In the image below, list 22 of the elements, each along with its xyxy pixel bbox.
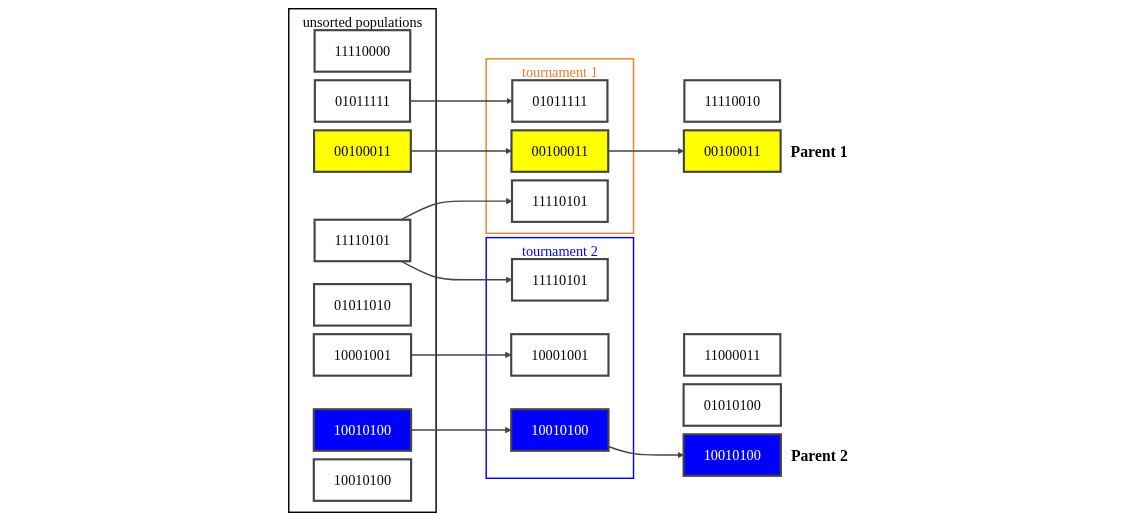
node-box: 10001001 [510, 333, 610, 377]
node-box: 00100011 [682, 129, 782, 173]
parent-label: Parent 2 [790, 446, 848, 464]
node-box: 10010100 [682, 433, 782, 477]
node-box: 10010100 [312, 408, 413, 452]
node-box: 10010100 [312, 458, 413, 502]
node-box: 11110101 [313, 218, 412, 263]
arrow [410, 147, 512, 155]
node-box: 10010100 [510, 408, 610, 452]
node-box: 01011010 [313, 283, 412, 327]
node-box: 11110000 [313, 29, 412, 73]
node-box: 11000011 [683, 333, 782, 377]
parent-label: Parent 1 [790, 142, 848, 160]
node-box: 00100011 [510, 129, 610, 173]
node-box: 01011111 [313, 79, 412, 123]
node-box: 11110101 [510, 179, 609, 223]
node-box: 01011111 [511, 79, 609, 123]
node-box: 10001001 [312, 333, 413, 377]
node-box: 00100011 [313, 129, 412, 173]
node-box: 11110101 [510, 258, 609, 302]
node-box: 01010100 [682, 383, 782, 427]
node-box: 11110010 [683, 79, 782, 123]
